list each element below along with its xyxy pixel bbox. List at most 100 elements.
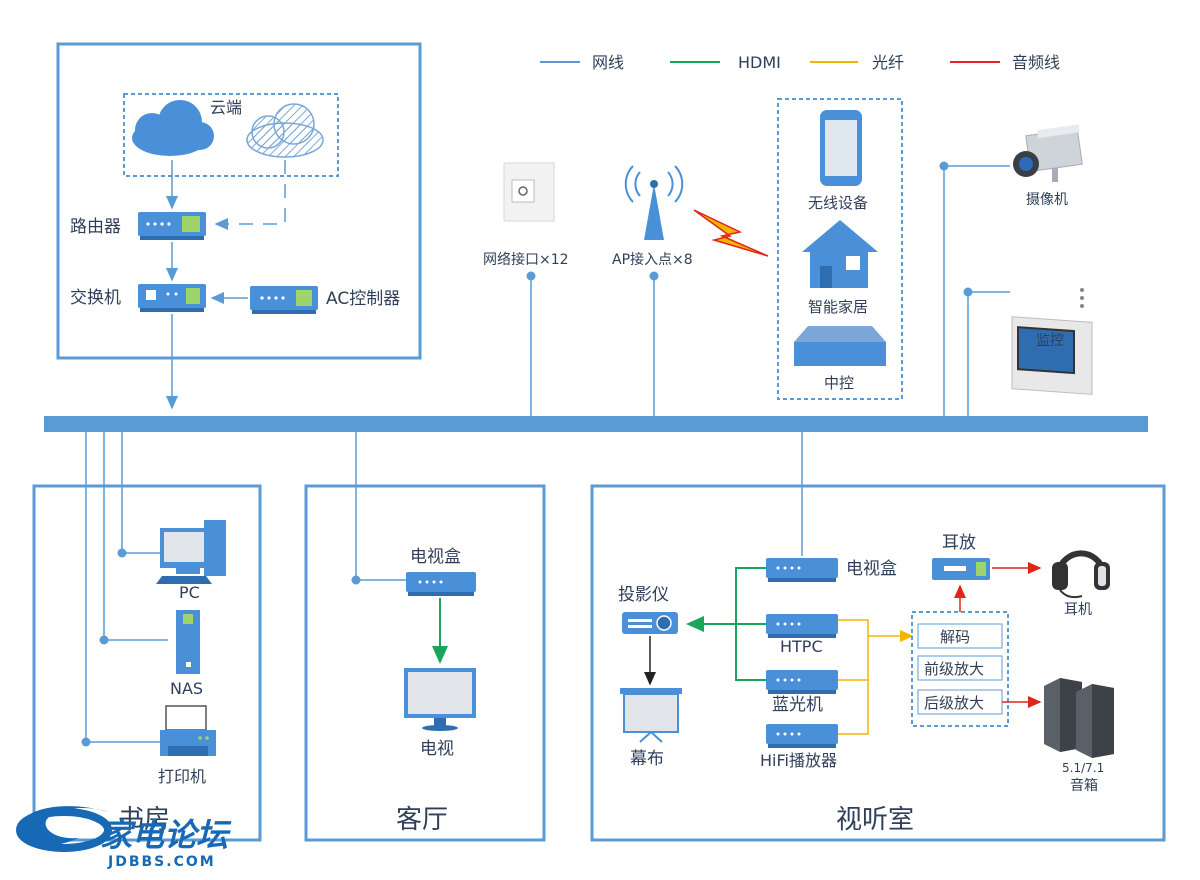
- speaker-label: 音箱: [1070, 777, 1098, 794]
- wall-port-label: 网络接口×12: [483, 251, 569, 268]
- projector-label: 投影仪: [618, 585, 669, 605]
- monitor-node: [963, 287, 973, 297]
- tv-icon: [404, 668, 476, 731]
- cloud-area: [123, 93, 339, 177]
- ac-controller-icon: [250, 286, 318, 314]
- headphone-icon: [1052, 550, 1110, 599]
- printer-icon: [160, 705, 216, 756]
- headphone-amp-icon: [932, 558, 990, 580]
- legend-network-label: 网线: [592, 53, 624, 72]
- av-tvbox-label: 电视盒: [846, 559, 897, 579]
- headphone-label: 耳机: [1064, 602, 1092, 618]
- living-tvbox-label: 电视盒: [410, 547, 461, 567]
- legend-fiber-label: 光纤: [872, 53, 904, 72]
- study-room: 书房 PC NAS 打印机: [32, 432, 262, 842]
- legend-hdmi-label: HDMI: [738, 53, 781, 72]
- projector-icon: [622, 612, 678, 634]
- bluray-label: 蓝光机: [772, 695, 823, 715]
- ap-group: AP接入点×8: [612, 165, 769, 416]
- network-backbone: [44, 416, 1148, 432]
- monitor-link: [967, 291, 1010, 416]
- smarthome-label: 智能家居: [808, 298, 868, 316]
- study-room-title: 书房: [118, 805, 170, 835]
- av-tvbox-icon: [766, 558, 838, 582]
- nas-label: NAS: [170, 679, 203, 698]
- hifi-player-icon: [766, 724, 838, 748]
- speaker-spec-label: 5.1/7.1: [1062, 761, 1104, 775]
- living-tvbox-link: [355, 432, 406, 581]
- central-control-label: 中控: [824, 374, 854, 392]
- camera-node: [939, 161, 949, 171]
- house-icon: [802, 220, 878, 288]
- preamp-box: [917, 655, 1003, 681]
- core-network-box: [56, 42, 422, 360]
- switch-label: 交换机: [70, 288, 121, 308]
- htpc-icon: [766, 614, 838, 638]
- nas-icon: [176, 610, 200, 674]
- screen-icon: [620, 688, 682, 743]
- living-tvbox-node: [351, 575, 361, 585]
- camera-icon: [1013, 124, 1083, 182]
- bluray-icon: [766, 670, 838, 694]
- study-room-box: [32, 484, 262, 842]
- cloud-icon: [132, 100, 214, 156]
- pc-link: [121, 432, 160, 554]
- printer-link: [85, 432, 160, 743]
- camera-label: 摄像机: [1026, 192, 1068, 208]
- preamp-label: 前级放大: [924, 660, 984, 678]
- ac-controller-label: AC控制器: [326, 289, 400, 309]
- antenna-icon: [624, 165, 684, 240]
- screen-label: 幕布: [630, 749, 664, 769]
- phone-icon: [820, 110, 862, 186]
- monitor-panel-icon: [1011, 288, 1093, 395]
- wireless-devices-box: [777, 98, 903, 400]
- poweramp-label: 后级放大: [924, 694, 984, 712]
- switch-icon: [138, 284, 206, 312]
- cloud-label: 云端: [210, 98, 242, 117]
- ap-node: [649, 271, 659, 281]
- decoder-label: 解码: [940, 628, 970, 646]
- central-control-icon: [794, 326, 886, 366]
- wireless-devices-group: 无线设备 智能家居 中控: [777, 98, 903, 400]
- fiber-bus: [838, 619, 869, 735]
- living-room: 客厅 电视盒 电视: [304, 432, 546, 842]
- living-tvbox-icon: [406, 572, 476, 596]
- living-room-title: 客厅: [396, 805, 448, 835]
- headamp-label: 耳放: [942, 533, 976, 553]
- camera-link: [943, 165, 1010, 416]
- ap-label: AP接入点×8: [612, 251, 693, 268]
- backup-link: [214, 160, 286, 230]
- pc-label: PC: [179, 583, 200, 602]
- legend-audio-label: 音频线: [1012, 53, 1060, 72]
- living-room-box: [304, 484, 546, 842]
- tv-label: 电视: [420, 739, 454, 759]
- speaker-icon: [1044, 678, 1114, 758]
- av-room-box: [590, 484, 1166, 842]
- monitor-group: 监控: [963, 287, 1093, 416]
- printer-label: 打印机: [158, 767, 206, 786]
- legend: 网线 HDMI 光纤 音频线: [540, 53, 1060, 72]
- nas-node: [99, 635, 109, 645]
- nas-link: [103, 432, 168, 641]
- core-network-group: 云端 路由器: [56, 42, 422, 410]
- router-icon: [138, 212, 206, 240]
- camera-group: 摄像机: [939, 124, 1083, 416]
- jdbbs-logo: 家电论坛 JDBBS.COM: [16, 806, 232, 870]
- htpc-label: HTPC: [780, 637, 823, 656]
- decoder-box: [917, 623, 1003, 649]
- pc-node: [117, 548, 127, 558]
- wall-port-group: 网络接口×12: [483, 162, 569, 416]
- wireless-signal-icon: [693, 209, 769, 257]
- monitor-label: 监控: [1036, 333, 1064, 349]
- router-label: 路由器: [70, 217, 121, 237]
- pc-icon: [156, 520, 226, 584]
- logo-en-text: JDBBS.COM: [107, 854, 216, 870]
- hifi-player-label: HiFi播放器: [760, 751, 837, 770]
- wireless-devices-label: 无线设备: [808, 194, 868, 212]
- wall-port-node: [526, 271, 536, 281]
- av-room: 视听室 电视盒 HTPC 蓝光机 HiFi播放器: [590, 432, 1166, 842]
- logo-cn-text: 家电论坛: [100, 816, 232, 854]
- backup-cloud-icon: [246, 103, 324, 158]
